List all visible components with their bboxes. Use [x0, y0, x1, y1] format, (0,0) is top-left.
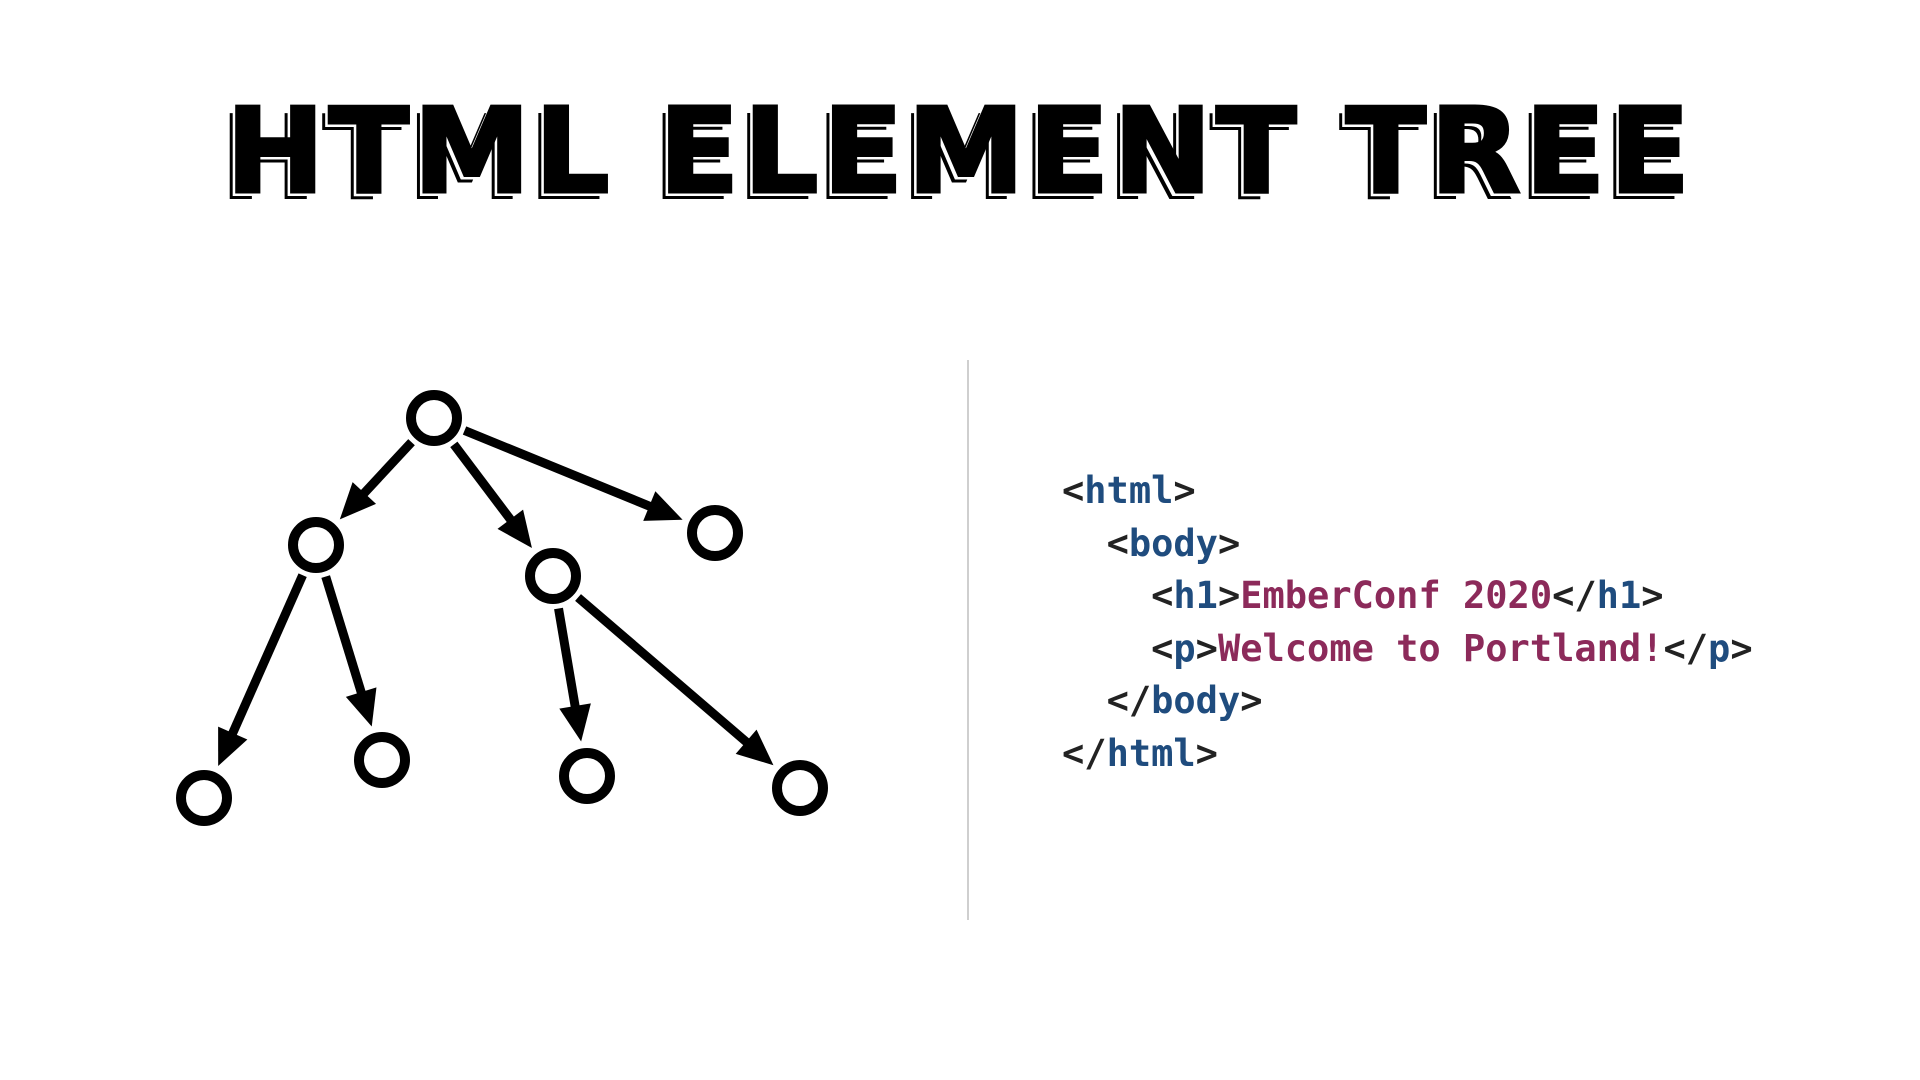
code-punctuation: <: [1151, 626, 1174, 670]
tree-edges: [218, 426, 774, 766]
tree-node-b: [525, 548, 581, 604]
code-indent: [1062, 679, 1107, 722]
code-punctuation: <: [1062, 469, 1085, 512]
code-line: <body>: [1062, 518, 1753, 571]
arrowhead-a2: [345, 687, 377, 727]
arrowhead-c: [643, 491, 683, 521]
code-punctuation: >: [1217, 521, 1241, 565]
tree-edge-root-b: [450, 441, 517, 526]
code-punctuation: >: [1173, 469, 1196, 512]
code-punctuation: >: [1195, 731, 1218, 775]
code-punctuation: </: [1552, 574, 1597, 617]
code-indent: [1062, 574, 1151, 617]
tree-node-c: [687, 505, 743, 561]
code-line: <html>: [1062, 465, 1753, 518]
element-tree-diagram: [176, 390, 828, 826]
tree-node-a: [288, 517, 344, 573]
arrowhead-b1: [559, 703, 591, 742]
code-tag-name: html: [1084, 469, 1174, 512]
tree-edge-root-c: [462, 426, 655, 512]
code-punctuation: >: [1240, 679, 1263, 722]
code-punctuation: <: [1106, 521, 1129, 565]
tree-node-a2: [354, 732, 410, 788]
tree-edge-b-b1: [554, 607, 581, 711]
arrowhead-a1: [218, 726, 248, 766]
code-tag-name: p: [1173, 626, 1196, 670]
code-text-content: Welcome to Portland!: [1217, 626, 1664, 670]
tree-edge-root-a: [358, 439, 415, 499]
code-punctuation: >: [1641, 574, 1664, 617]
tree-nodes: [176, 390, 828, 826]
arrowhead-a: [339, 482, 377, 520]
code-line: <p>Welcome to Portland!</p>: [1062, 623, 1753, 676]
code-indent: [1062, 522, 1107, 565]
code-tag-name: p: [1708, 626, 1731, 670]
code-tag-name: body: [1151, 679, 1241, 722]
code-punctuation: >: [1195, 626, 1218, 670]
code-punctuation: >: [1217, 574, 1241, 617]
arrowhead-b2: [735, 729, 774, 766]
code-punctuation: </: [1106, 679, 1152, 722]
code-indent: [1062, 627, 1151, 670]
tree-node-b1: [559, 748, 615, 804]
code-tag-name: body: [1128, 521, 1218, 565]
html-code-block: <html> <body> <h1>EmberConf 2020</h1> <p…: [1062, 465, 1753, 780]
code-punctuation: >: [1730, 626, 1753, 670]
tree-edge-a-a1: [227, 573, 307, 739]
code-line: </body>: [1062, 675, 1753, 728]
slide-title: HTML ELEMENT TREE: [224, 82, 1695, 220]
tree-edge-a-a2: [321, 575, 367, 698]
code-punctuation: </: [1062, 731, 1107, 775]
code-line: <h1>EmberConf 2020</h1>: [1062, 570, 1753, 623]
tree-edge-b-b2: [575, 594, 753, 748]
code-punctuation: </: [1663, 626, 1709, 670]
tree-node-b2: [772, 760, 828, 816]
code-tag-name: h1: [1596, 574, 1642, 617]
arrowhead-b: [497, 509, 532, 549]
code-text-content: EmberConf 2020: [1240, 574, 1553, 617]
code-line: </html>: [1062, 728, 1753, 781]
code-tag-name: h1: [1173, 574, 1218, 617]
tree-node-root: [406, 390, 462, 446]
code-punctuation: <: [1151, 574, 1174, 617]
code-tag-name: html: [1106, 731, 1196, 775]
divider: [967, 360, 969, 920]
tree-node-a1: [176, 770, 232, 826]
